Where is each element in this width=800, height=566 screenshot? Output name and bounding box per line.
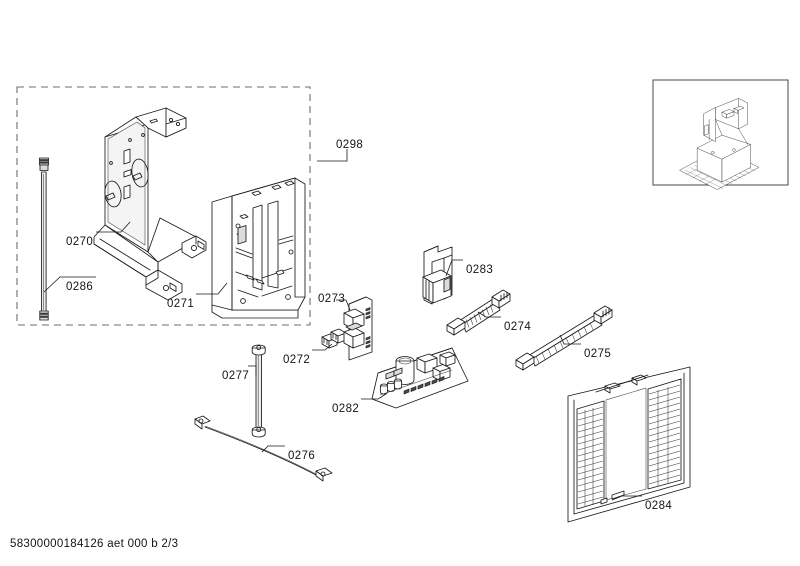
part-label-0275: 0275 xyxy=(584,348,612,360)
part-0277-support-rod xyxy=(251,344,266,438)
part-label-0286: 0286 xyxy=(66,281,94,293)
part-0275-ribbon-cable-long xyxy=(515,305,613,371)
part-label-0272: 0272 xyxy=(283,354,311,366)
part-0271-housing-box xyxy=(211,177,306,319)
part-0273-relay-board xyxy=(343,296,373,361)
assembly-group-box xyxy=(16,86,311,326)
part-label-0271: 0271 xyxy=(167,298,195,310)
part-label-0284: 0284 xyxy=(645,500,673,512)
group-label-0298: 0298 xyxy=(336,139,364,151)
part-0272-connector-set xyxy=(321,328,347,349)
part-label-0270: 0270 xyxy=(66,236,94,248)
part-label-0274: 0274 xyxy=(504,321,532,333)
document-footer: 58300000184126 aet 000 b 2/3 xyxy=(10,538,179,550)
part-0270-mounting-bracket xyxy=(93,107,207,301)
part-0274-ribbon-cable-short xyxy=(446,289,511,336)
part-label-0282: 0282 xyxy=(332,403,360,415)
part-0282-main-power-board xyxy=(371,347,469,409)
leader-0298 xyxy=(317,149,348,162)
part-0284-ventilation-grille xyxy=(567,366,691,523)
part-label-0276: 0276 xyxy=(288,450,316,462)
part-label-0277: 0277 xyxy=(222,370,250,382)
part-0276-earth-cable xyxy=(194,415,333,482)
part-label-0273: 0273 xyxy=(318,293,346,305)
assembled-view-inset xyxy=(652,79,789,190)
part-0283-transformer-module xyxy=(422,245,453,305)
leader-lines xyxy=(43,221,642,501)
part-0286-sensor-cable xyxy=(39,157,49,321)
part-label-0283: 0283 xyxy=(466,264,494,276)
